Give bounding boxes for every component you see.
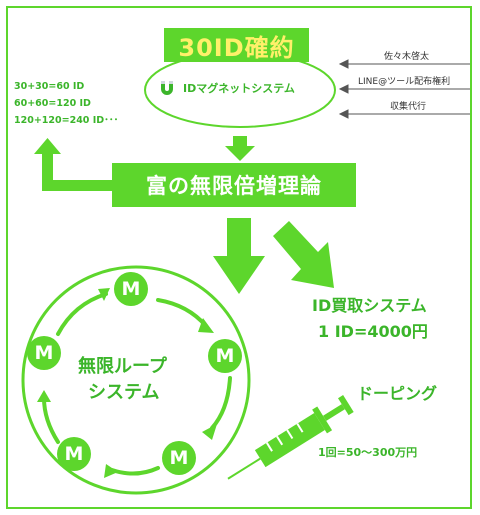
arrow-down-large <box>213 218 265 294</box>
arrow-l-shape <box>34 138 112 191</box>
main-theory-box: 富の無限倍増理論 <box>112 163 356 207</box>
loop-node: M <box>27 336 61 370</box>
id-buy-price: 1 ID=4000円 <box>318 322 428 341</box>
syringe-icon <box>227 395 354 480</box>
loop-title-line2: システム <box>88 382 160 403</box>
loop-circle <box>21 265 251 495</box>
doping-price: 1回=50～300万円 <box>318 446 418 459</box>
loop-node: M <box>57 437 91 471</box>
source-label: LINE@ツール配布権利 <box>358 77 451 87</box>
id-guarantee-banner: 30ID確約 <box>164 28 309 62</box>
calc-line: 120+120=240 ID･･･ <box>14 115 119 126</box>
magnet-system-label: IDマグネットシステム <box>183 82 295 95</box>
doping-title: ドーピング <box>357 384 438 403</box>
id-buy-title: ID買取システム <box>312 296 427 315</box>
loop-node: M <box>208 339 242 373</box>
source-label: 佐々木啓太 <box>384 52 430 62</box>
loop-node: M <box>162 441 196 475</box>
arrow-down-small <box>225 136 255 161</box>
loop-node: M <box>114 272 148 306</box>
magnet-icon <box>161 81 173 95</box>
calc-line: 30+30=60 ID <box>14 81 85 92</box>
loop-arrowheads <box>37 288 217 478</box>
calc-line: 60+60=120 ID <box>14 98 91 109</box>
source-arrows <box>338 59 470 119</box>
source-label: 収集代行 <box>390 102 427 112</box>
loop-title-line1: 無限ループ <box>78 356 167 377</box>
arrow-diagonal <box>273 221 334 288</box>
